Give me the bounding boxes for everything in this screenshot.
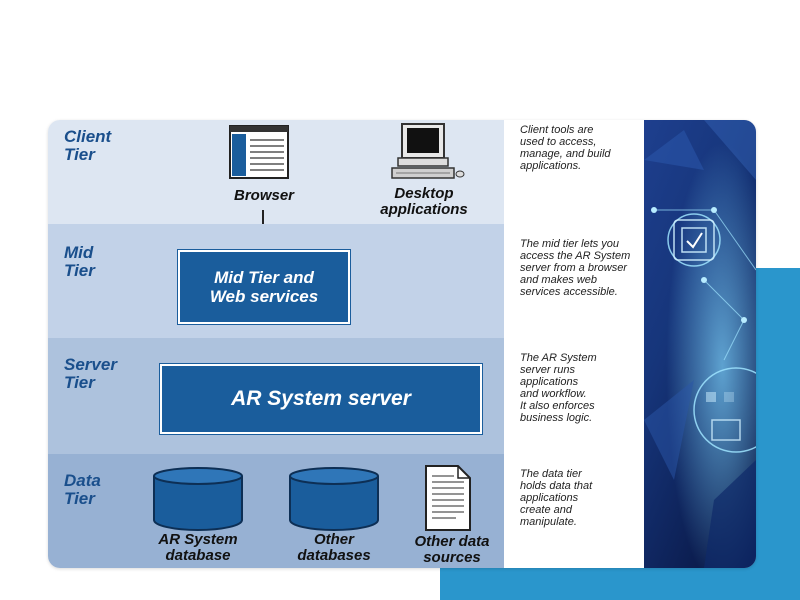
data-tier-description: The data tier holds data that applicatio… (520, 468, 593, 528)
technology-circuit-image (644, 120, 756, 568)
client-tier-label: Client Tier (64, 127, 112, 164)
other-databases-label: Other databases (297, 531, 371, 564)
browser-label: Browser (233, 187, 295, 204)
data-tier-band: Data Tier AR System database Other datab… (48, 454, 504, 568)
mid-tier-description: The mid tier lets you access the AR Syst… (520, 238, 631, 298)
server-tier-description: The AR System server runs applications a… (520, 352, 597, 424)
server-tier-band: Server Tier AR System server (48, 338, 504, 456)
architecture-diagram: Client Tier Browser Desktop a (48, 120, 756, 568)
data-tier-label: Data Tier (64, 471, 101, 508)
browser-icon (229, 125, 289, 179)
mid-tier-label: Mid Tier (64, 243, 95, 280)
document-icon (425, 465, 471, 531)
desktop-computer-icon (391, 123, 465, 179)
ar-system-database-label: AR System database (158, 531, 238, 564)
other-databases-icon (289, 467, 379, 531)
mid-tier-web-services-box: Mid Tier and Web services (178, 250, 350, 324)
desktop-applications-label: Desktop applications (380, 185, 468, 218)
client-tier-description: Client tools are used to access, manage,… (520, 124, 611, 172)
other-data-sources-label: Other data sources (414, 533, 490, 566)
ar-system-server-box: AR System server (160, 364, 482, 434)
server-tier-label: Server Tier (64, 355, 117, 392)
mid-tier-band: Mid Tier Mid Tier and Web services (48, 224, 504, 340)
client-tier-band: Client Tier Browser Desktop a (48, 120, 504, 226)
ar-system-database-icon (153, 467, 243, 531)
